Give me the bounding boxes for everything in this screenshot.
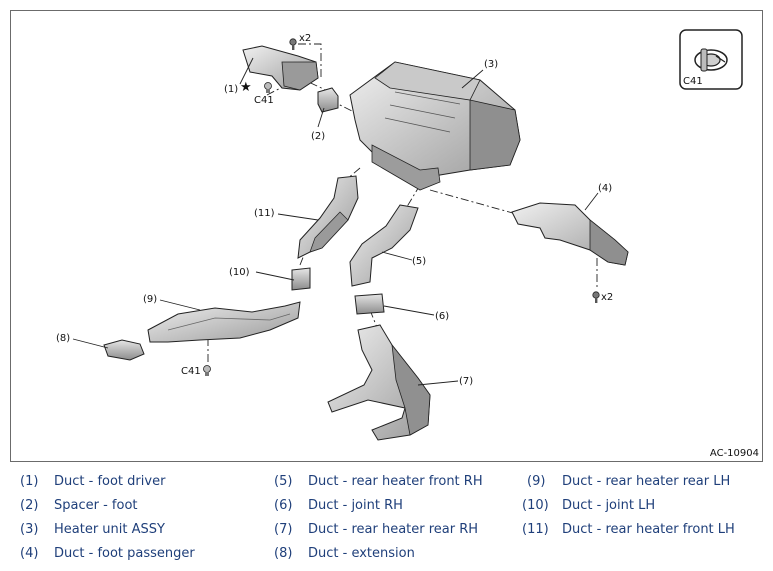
legend-label: Duct - rear heater front RH bbox=[308, 474, 483, 489]
screw-count-top: x2 bbox=[299, 33, 311, 44]
screw-count-right: x2 bbox=[601, 292, 613, 303]
clip-label-top: C41 bbox=[254, 95, 274, 106]
part-duct-foot-passenger bbox=[511, 202, 629, 266]
callout-7: (7) bbox=[459, 376, 473, 387]
callout-10: (10) bbox=[229, 267, 250, 278]
callout-3: (3) bbox=[484, 59, 498, 70]
part-duct-foot-driver bbox=[242, 45, 319, 91]
callout-8: (8) bbox=[56, 333, 70, 344]
legend-number: (8) bbox=[274, 546, 293, 561]
leader-lines bbox=[72, 57, 599, 386]
legend-label: Duct - extension bbox=[308, 546, 415, 561]
clip-label-bottom: C41 bbox=[181, 366, 201, 377]
legend-number: (1) bbox=[20, 474, 39, 489]
callout-4: (4) bbox=[598, 183, 612, 194]
legend-number: (11) bbox=[522, 522, 549, 537]
part-duct-extension bbox=[103, 339, 145, 361]
callout-6: (6) bbox=[435, 311, 449, 322]
part-duct-joint-lh bbox=[291, 267, 311, 291]
part-duct-rear-heater-front-rh bbox=[349, 204, 419, 287]
screw-icon bbox=[592, 291, 600, 303]
star-icon: ★ bbox=[240, 80, 252, 95]
callout-1: (1) bbox=[224, 84, 238, 95]
part-spacer-foot bbox=[317, 87, 339, 113]
legend-label: Duct - foot driver bbox=[54, 474, 166, 489]
legend-label: Duct - foot passenger bbox=[54, 546, 195, 561]
part-duct-rear-heater-front-lh bbox=[297, 175, 359, 259]
legend-number: (2) bbox=[20, 498, 39, 513]
clip-detail-label: C41 bbox=[683, 76, 703, 87]
part-heater-unit-assy bbox=[349, 61, 521, 191]
screw-icon bbox=[289, 38, 297, 50]
figure-id: AC-10904 bbox=[709, 448, 759, 459]
part-duct-rear-heater-rear-lh bbox=[147, 301, 301, 343]
clip-icon bbox=[264, 82, 272, 93]
legend-number: (5) bbox=[274, 474, 293, 489]
callout-11: (11) bbox=[254, 208, 275, 219]
legend-number: (9) bbox=[527, 474, 546, 489]
part-duct-joint-rh bbox=[354, 293, 385, 315]
callout-2: (2) bbox=[311, 131, 325, 142]
legend-label: Duct - rear heater rear RH bbox=[308, 522, 479, 537]
clip-detail-box: C41 bbox=[679, 29, 743, 90]
legend-label: Duct - rear heater rear LH bbox=[562, 474, 731, 489]
clip-icon bbox=[694, 48, 728, 72]
legend-label: Heater unit ASSY bbox=[54, 522, 165, 537]
exploded-view-diagram: C41 bbox=[56, 29, 743, 441]
legend-label: Spacer - foot bbox=[54, 498, 138, 513]
legend-number: (4) bbox=[20, 546, 39, 561]
clip-icon bbox=[203, 365, 211, 376]
legend-label: Duct - joint LH bbox=[562, 498, 656, 513]
legend-label: Duct - joint RH bbox=[308, 498, 403, 513]
legend-number: (3) bbox=[20, 522, 39, 537]
legend-number: (7) bbox=[274, 522, 293, 537]
legend-label: Duct - rear heater front LH bbox=[562, 522, 735, 537]
callout-5: (5) bbox=[412, 256, 426, 267]
legend-number: (10) bbox=[522, 498, 549, 513]
legend-number: (6) bbox=[274, 498, 293, 513]
part-duct-rear-heater-rear-rh bbox=[327, 324, 431, 441]
callout-9: (9) bbox=[143, 294, 157, 305]
